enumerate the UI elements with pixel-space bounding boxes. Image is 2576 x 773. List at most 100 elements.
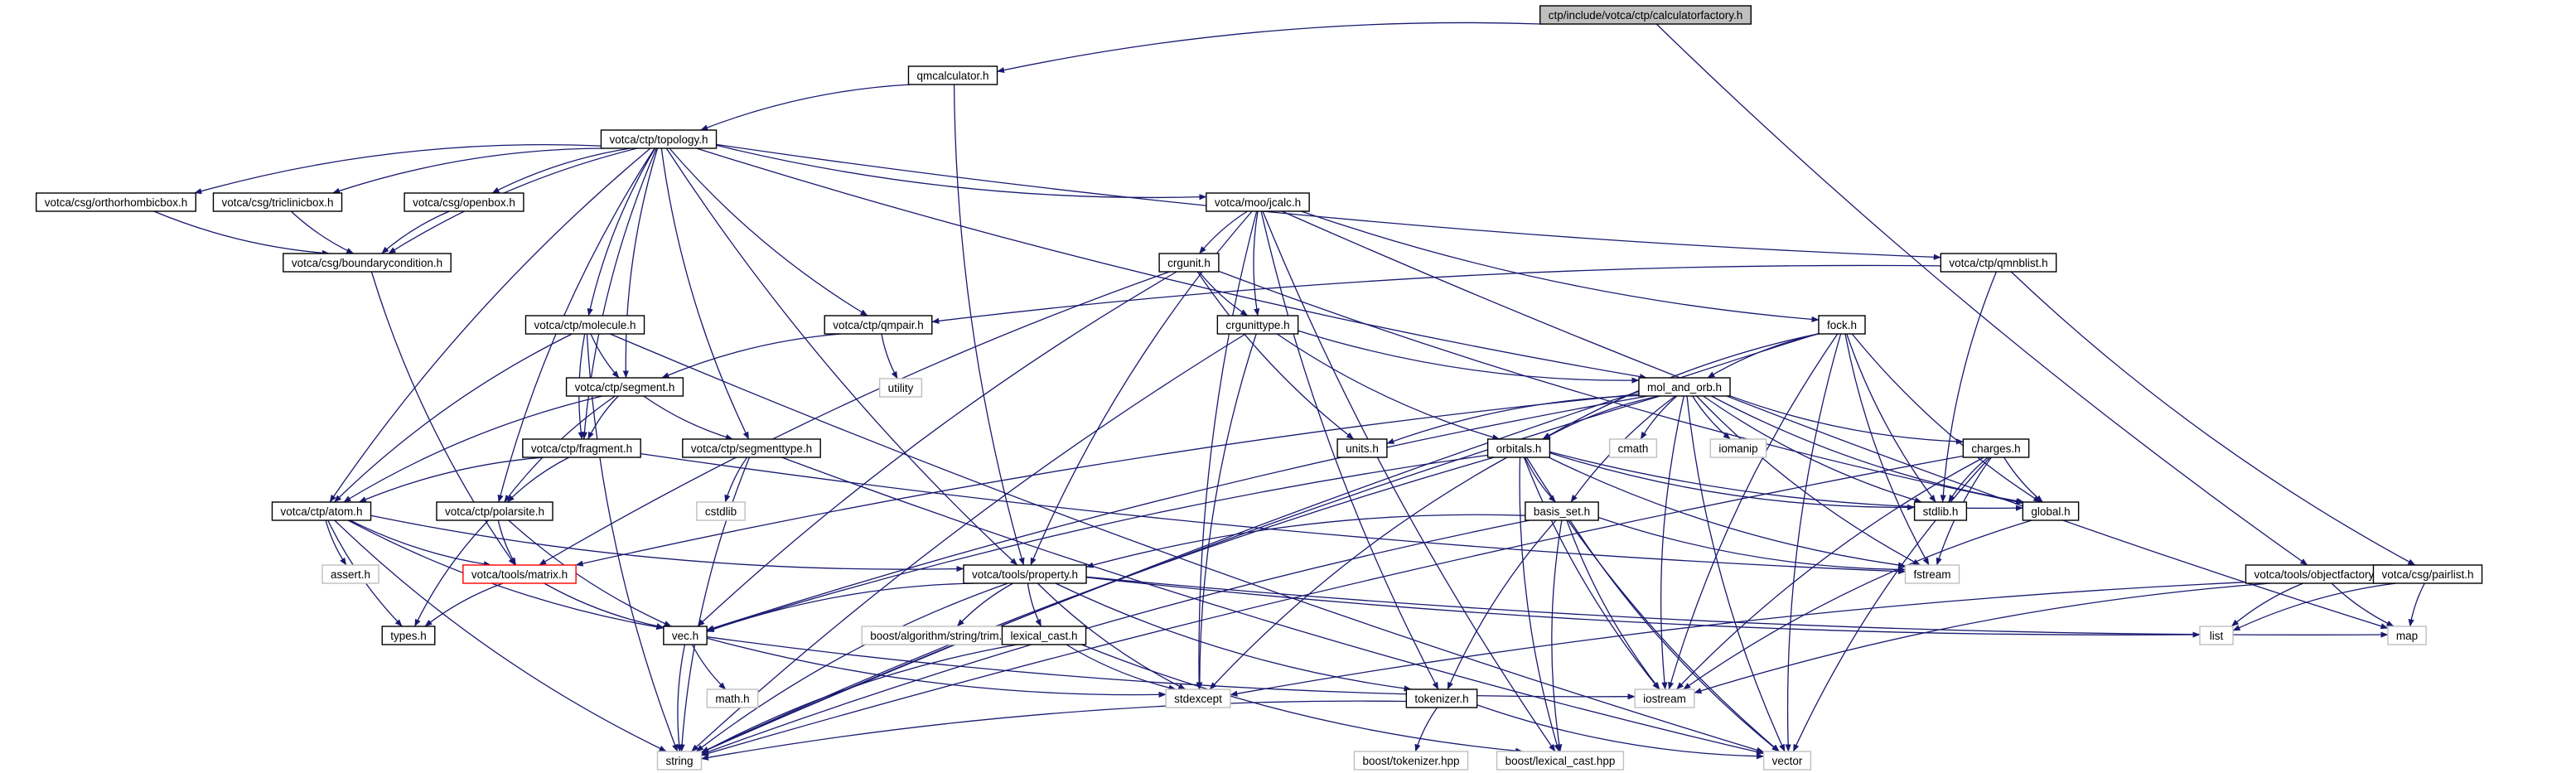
node-label: qmcalculator.h bbox=[916, 70, 988, 82]
edge-topology-to-boundarycondition bbox=[388, 147, 638, 254]
node-boundarycondition[interactable]: votca/csg/boundarycondition.h bbox=[283, 253, 452, 273]
edge-atom-to-matrix bbox=[350, 519, 491, 568]
node-qmnblist[interactable]: votca/ctp/qmnblist.h bbox=[1940, 253, 2057, 273]
node-qmpair[interactable]: votca/ctp/qmpair.h bbox=[824, 315, 933, 335]
node-label: votca/tools/matrix.h bbox=[471, 568, 568, 581]
node-box bbox=[212, 192, 343, 212]
edge-crgunit-to-matrix bbox=[539, 271, 1170, 566]
node-types[interactable]: types.h bbox=[381, 626, 436, 645]
node-box bbox=[2022, 501, 2080, 521]
node-vec[interactable]: vec.h bbox=[663, 626, 708, 645]
edge-crgunit-to-units bbox=[1196, 271, 1355, 440]
edge-charges-to-vector bbox=[1792, 457, 1991, 752]
edge-basis-set-to-property bbox=[1085, 514, 1525, 568]
node-label: orbitals.h bbox=[1496, 442, 1542, 455]
node-orthorhombicbox[interactable]: votca/csg/orthorhombicbox.h bbox=[36, 192, 196, 212]
edge-qmnblist-to-stdlib bbox=[1940, 271, 1998, 503]
node-charges[interactable]: charges.h bbox=[1962, 438, 2030, 458]
edge-topology-to-molecule bbox=[587, 147, 656, 316]
node-mol-and-orb[interactable]: mol_and_orb.h bbox=[1638, 377, 1731, 397]
node-orbitals[interactable]: orbitals.h bbox=[1486, 438, 1551, 458]
node-fock[interactable]: fock.h bbox=[1818, 315, 1866, 335]
node-box bbox=[1818, 315, 1866, 335]
node-basis-set[interactable]: basis_set.h bbox=[1525, 501, 1599, 521]
node-stdlib[interactable]: stdlib.h bbox=[1913, 501, 1968, 521]
edge-jcalc-to-tokenizer bbox=[1260, 210, 1439, 690]
edge-tokenizer-to-vector bbox=[1476, 704, 1765, 760]
edge-topology-to-jcalc bbox=[716, 144, 1207, 200]
node-property[interactable]: votca/tools/property.h bbox=[963, 564, 1087, 584]
edge-mol-and-orb-to-iostream bbox=[1660, 395, 1684, 690]
edge-orbitals-to-iostream bbox=[1523, 457, 1660, 690]
dependency-nodes: ctp/include/votca/ctp/calculatorfactory.… bbox=[36, 5, 2483, 771]
node-tokenizer[interactable]: tokenizer.h bbox=[1405, 688, 1478, 708]
node-label: votca/csg/openbox.h bbox=[413, 196, 515, 209]
edge-property-to-map bbox=[1085, 576, 2389, 638]
edge-tokenizer-to-boost-tokenizer bbox=[1414, 707, 1438, 752]
node-box bbox=[381, 626, 436, 645]
node-openbox[interactable]: votca/csg/openbox.h bbox=[404, 192, 524, 212]
edge-fock-to-vector bbox=[1785, 333, 1842, 752]
edge-topology-to-triclinicbox bbox=[332, 147, 604, 194]
node-iomanip: iomanip bbox=[1709, 438, 1767, 458]
node-objectfactory[interactable]: votca/tools/objectfactory.h bbox=[2245, 564, 2392, 584]
node-pairlist[interactable]: votca/csg/pairlist.h bbox=[2372, 564, 2483, 584]
edge-polarsite-to-matrix bbox=[497, 519, 517, 566]
node-stdexcept: stdexcept bbox=[1165, 688, 1231, 708]
node-jcalc[interactable]: votca/moo/jcalc.h bbox=[1206, 192, 1310, 212]
edge-orbitals-to-vec bbox=[706, 454, 1488, 631]
edge-orbitals-to-boost-lexical-cast bbox=[1519, 457, 1560, 752]
node-box bbox=[1001, 626, 1087, 645]
node-segmenttype[interactable]: votca/ctp/segmenttype.h bbox=[682, 438, 821, 458]
edge-fragment-to-polarsite bbox=[506, 457, 570, 503]
node-qmcalculator[interactable]: qmcalculator.h bbox=[907, 65, 998, 85]
node-boost-lexical-cast: boost/lexical_cast.hpp bbox=[1496, 751, 1625, 771]
node-label: boost/tokenizer.hpp bbox=[1362, 755, 1459, 767]
edge-jcalc-to-crgunit bbox=[1198, 210, 1248, 254]
node-global[interactable]: global.h bbox=[2022, 501, 2080, 521]
node-label: list bbox=[2210, 630, 2224, 642]
edge-jcalc-to-boost-lexical-cast bbox=[1262, 210, 1556, 752]
node-box bbox=[1496, 751, 1625, 771]
edge-qmnblist-to-pairlist bbox=[2010, 271, 2416, 566]
edge-basis-set-to-tokenizer bbox=[1447, 519, 1557, 690]
node-calculatorfactory[interactable]: ctp/include/votca/ctp/calculatorfactory.… bbox=[1539, 5, 1752, 25]
node-label: votca/csg/orthorhombicbox.h bbox=[45, 196, 188, 209]
node-fragment[interactable]: votca/ctp/fragment.h bbox=[522, 438, 641, 458]
edge-crgunittype-to-stdexcept bbox=[1196, 333, 1257, 690]
node-label: votca/ctp/qmpair.h bbox=[833, 319, 924, 331]
node-segment[interactable]: votca/ctp/segment.h bbox=[565, 377, 684, 397]
edge-vec-to-string bbox=[675, 644, 686, 752]
edge-fock-to-orbitals bbox=[1542, 333, 1820, 440]
node-label: units.h bbox=[1346, 442, 1379, 455]
node-triclinicbox[interactable]: votca/csg/triclinicbox.h bbox=[212, 192, 343, 212]
node-trim: boost/algorithm/string/trim.hpp bbox=[861, 626, 1030, 645]
node-molecule[interactable]: votca/ctp/molecule.h bbox=[524, 315, 645, 335]
node-label: boost/lexical_cast.hpp bbox=[1505, 755, 1616, 767]
edge-vec-to-stdexcept bbox=[706, 637, 1167, 698]
edge-topology-to-property bbox=[665, 147, 1018, 566]
edge-objectfactory-to-map bbox=[2331, 582, 2395, 627]
node-crgunit[interactable]: crgunit.h bbox=[1158, 253, 1220, 273]
node-label: mol_and_orb.h bbox=[1647, 381, 1722, 394]
node-topology[interactable]: votca/ctp/topology.h bbox=[600, 129, 718, 149]
edge-mol-and-orb-to-global bbox=[1711, 395, 2025, 505]
node-lexical-cast-h[interactable]: lexical_cast.h bbox=[1001, 626, 1087, 645]
node-label: ctp/include/votca/ctp/calculatorfactory.… bbox=[1549, 9, 1743, 22]
edge-orbitals-to-stdexcept bbox=[1209, 457, 1508, 690]
node-units[interactable]: units.h bbox=[1336, 438, 1388, 458]
node-box bbox=[1216, 315, 1299, 335]
edge-pairlist-to-list bbox=[2232, 582, 2397, 631]
node-polarsite[interactable]: votca/ctp/polarsite.h bbox=[436, 501, 553, 521]
node-label: boost/algorithm/string/trim.hpp bbox=[870, 630, 1021, 642]
node-atom[interactable]: votca/ctp/atom.h bbox=[271, 501, 372, 521]
node-box bbox=[1962, 438, 2030, 458]
node-label: map bbox=[2396, 630, 2418, 642]
node-assert: assert.h bbox=[321, 564, 379, 584]
node-matrix[interactable]: votca/tools/matrix.h bbox=[462, 564, 577, 584]
node-label: iostream bbox=[1643, 693, 1686, 705]
edge-orbitals-to-basis-set bbox=[1524, 457, 1556, 503]
node-box bbox=[1762, 751, 1812, 771]
node-crgunittype[interactable]: crgunittype.h bbox=[1216, 315, 1299, 335]
edge-qmcalculator-to-property bbox=[953, 84, 1025, 566]
